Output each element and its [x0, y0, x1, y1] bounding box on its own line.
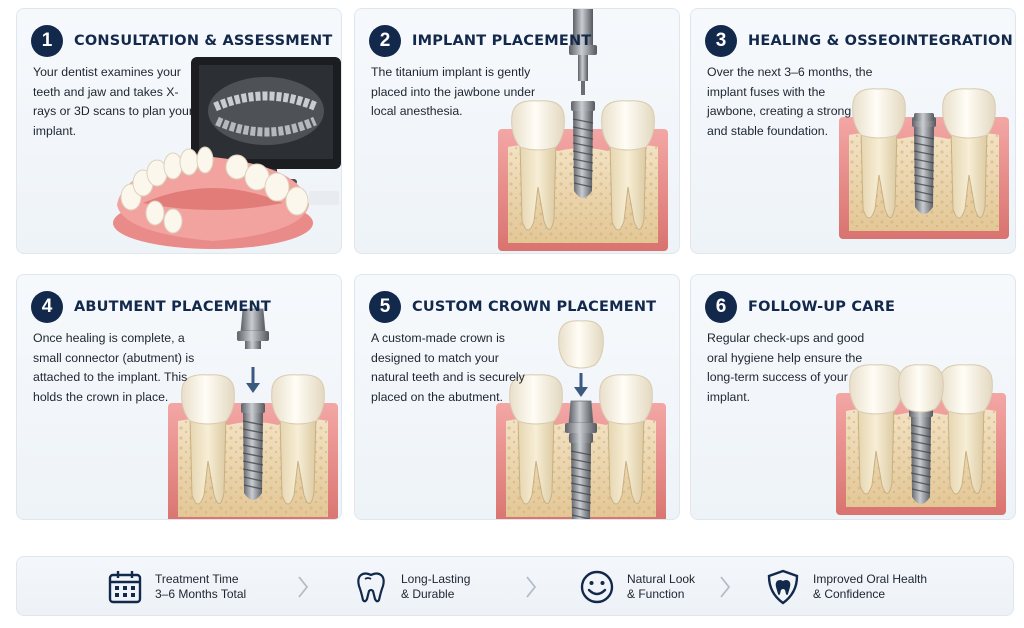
step-card-6: 6 FOLLOW-UP CARE Regular check-ups and g… — [690, 274, 1016, 520]
shield-tooth-icon — [767, 569, 799, 605]
calendar-icon — [108, 571, 142, 604]
feature-line-1: Natural Look — [627, 572, 696, 586]
step-title: IMPLANT PLACEMENT — [412, 33, 592, 49]
feature-line-2: & Function — [627, 587, 685, 601]
step-number-badge: 5 — [369, 291, 401, 323]
down-arrow-icon — [574, 373, 588, 397]
step-description: Once healing is complete, a small connec… — [33, 331, 195, 404]
implant-placement-illustration — [497, 9, 669, 252]
step-card-4: 4 ABUTMENT PLACEMENT Once healing is com… — [16, 274, 342, 520]
step-card-5: 5 CUSTOM CROWN PLACEMENT A custom-made c… — [354, 274, 680, 520]
step-description: Your dentist examines your teeth and jaw… — [33, 65, 193, 138]
feature-line-1: Treatment Time — [155, 572, 239, 586]
step-description: Regular check-ups and good oral hygiene … — [707, 331, 865, 404]
step-number-badge: 6 — [705, 291, 737, 323]
step-header: 1 CONSULTATION & ASSESSMENT — [31, 25, 332, 57]
chevron-right-icon — [298, 576, 309, 598]
step-number-badge: 3 — [705, 25, 737, 57]
step-header: 2 IMPLANT PLACEMENT — [369, 25, 591, 57]
step-card-1: 1 CONSULTATION & ASSESSMENT Your dentist… — [16, 8, 342, 254]
step-header: 5 CUSTOM CROWN PLACEMENT — [369, 291, 656, 323]
step-header: 3 HEALING & OSSEOINTEGRATION — [705, 25, 1013, 57]
step-card-3: 3 HEALING & OSSEOINTEGRATION Over the ne… — [690, 8, 1016, 254]
step-description: Over the next 3–6 months, the implant fu… — [707, 65, 873, 138]
healing-osseointegration-illustration — [838, 88, 1010, 240]
feature-line-1: Improved Oral Health — [813, 572, 928, 586]
chevron-right-icon — [720, 576, 731, 598]
step-number-badge: 2 — [369, 25, 401, 57]
smile-icon — [580, 570, 614, 604]
tooth-icon — [357, 572, 385, 603]
feature-line-1: Long-Lasting — [401, 572, 471, 586]
step-header: 4 ABUTMENT PLACEMENT — [31, 291, 271, 323]
step-title: CONSULTATION & ASSESSMENT — [74, 33, 333, 49]
feature-line-2: & Confidence — [813, 587, 886, 601]
step-number-badge: 1 — [31, 25, 63, 57]
crown-placement-illustration — [495, 320, 667, 519]
step-title: HEALING & OSSEOINTEGRATION — [748, 33, 1013, 49]
chevron-right-icon — [526, 576, 537, 598]
xray-monitor-and-jaw-model-illustration — [113, 57, 341, 249]
feature-long-lasting: Long-Lasting& Durable — [353, 569, 470, 605]
down-arrow-icon — [246, 367, 260, 393]
step-card-2: 2 IMPLANT PLACEMENT The titanium implant… — [354, 8, 680, 254]
feature-line-2: & Durable — [401, 587, 455, 601]
step-description: A custom-made crown is designed to match… — [371, 331, 525, 404]
step-title: FOLLOW-UP CARE — [748, 299, 896, 315]
step-title: ABUTMENT PLACEMENT — [74, 299, 271, 315]
follow-up-care-illustration — [835, 364, 1007, 516]
step-description: The titanium implant is gently placed in… — [371, 65, 536, 118]
step-number-badge: 4 — [31, 291, 63, 323]
feature-natural-look: Natural Look& Function — [579, 569, 695, 605]
abutment-placement-illustration — [167, 308, 339, 519]
feature-line-2: 3–6 Months Total — [155, 587, 247, 601]
feature-oral-health: Improved Oral Health& Confidence — [765, 569, 927, 605]
step-header: 6 FOLLOW-UP CARE — [705, 291, 895, 323]
step-title: CUSTOM CROWN PLACEMENT — [412, 299, 657, 315]
